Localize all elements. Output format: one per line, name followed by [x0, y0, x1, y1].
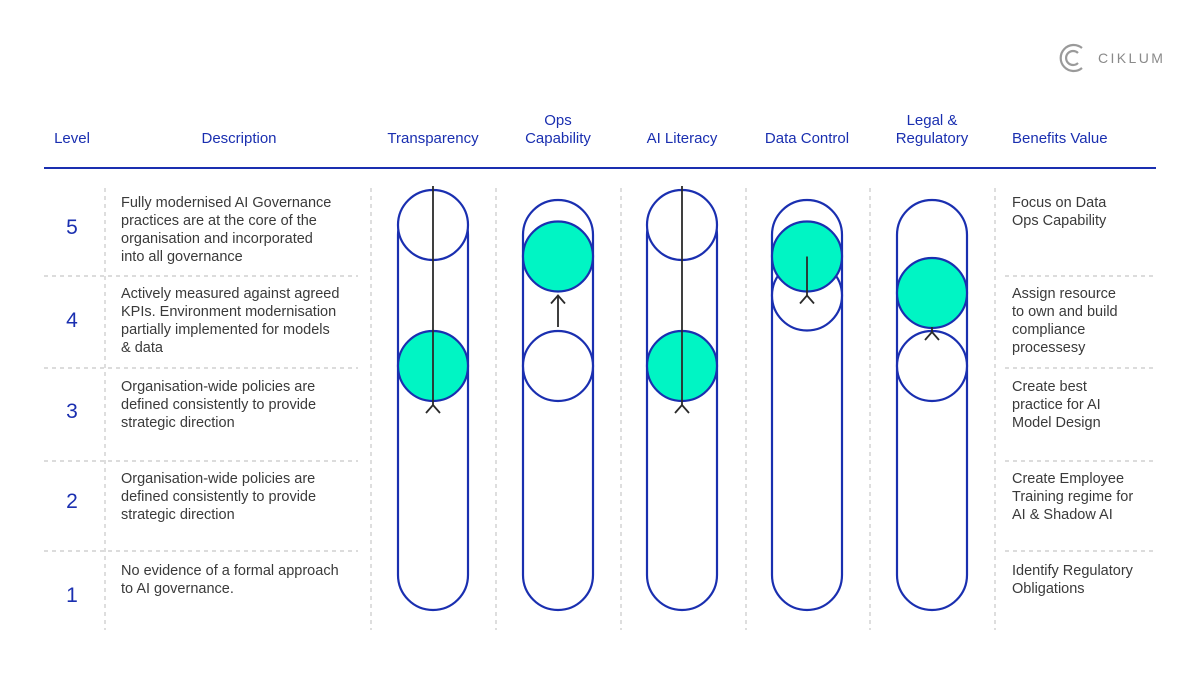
grid-lines — [44, 188, 1156, 630]
dimension-tracks — [396, 186, 969, 612]
description-line: into all governance — [121, 249, 243, 265]
level-number: 5 — [66, 216, 78, 239]
benefit-text: Create best practice for AI Model Design — [1012, 378, 1156, 432]
header-ai-literacy: AI Literacy — [646, 130, 718, 147]
description-line: Fully modernised AI Governance — [121, 195, 332, 211]
description-line: KPIs. Environment modernisation — [121, 304, 337, 320]
benefit-line: AI & Shadow AI — [1012, 507, 1113, 523]
description-line: defined consistently to provide — [121, 397, 317, 413]
benefit-line: Model Design — [1012, 415, 1101, 431]
ciklum-c-icon — [1059, 43, 1083, 73]
header-legal-line1: Legal & — [906, 112, 958, 129]
header-transparency: Transparency — [387, 130, 479, 147]
level-description: Organisation-wide policies are defined co… — [121, 378, 363, 432]
header-benefits: Benefits Value — [1012, 130, 1108, 147]
brand-logo: CIKLUM — [1058, 40, 1165, 76]
target-level-marker — [895, 256, 969, 330]
target-level-marker — [521, 220, 595, 293]
track-capsule — [521, 198, 595, 612]
benefit-line: Ops Capability — [1012, 213, 1107, 229]
current-level-marker — [521, 329, 595, 403]
benefit-line: Training regime for — [1012, 489, 1134, 505]
brand-name: CIKLUM — [1098, 50, 1166, 66]
level-description: Organisation-wide policies are defined co… — [121, 470, 363, 524]
arrow-head-icon — [924, 330, 940, 341]
benefit-line: processesy — [1012, 340, 1086, 356]
header-data-control: Data Control — [764, 130, 850, 147]
benefit-line: Create best — [1012, 379, 1087, 395]
level-number: 4 — [66, 309, 78, 332]
header-legal-line2: Regulatory — [895, 130, 969, 147]
description-line: No evidence of a formal approach — [121, 563, 339, 579]
header-ops-line2: Capability — [525, 130, 591, 147]
description-line: partially implemented for models — [121, 322, 330, 338]
description-line: strategic direction — [121, 507, 235, 523]
benefit-line: Obligations — [1012, 581, 1085, 597]
level-number: 3 — [66, 400, 78, 423]
arrow-head-icon — [425, 403, 441, 414]
benefit-line: Focus on Data — [1012, 195, 1107, 211]
benefit-line: practice for AI — [1012, 397, 1101, 413]
description-line: practices are at the core of the — [121, 213, 317, 229]
header-level: Level — [54, 130, 90, 147]
arrow-head-icon — [799, 294, 815, 305]
level-number: 1 — [66, 584, 78, 607]
header-legal-regulatory: Legal & Regulatory — [872, 112, 992, 148]
benefit-line: Identify Regulatory — [1012, 563, 1133, 579]
benefit-line: Assign resource — [1012, 286, 1116, 302]
level-description: No evidence of a formal approach to AI go… — [121, 562, 363, 598]
level-description: Fully modernised AI Governance practices … — [121, 194, 363, 266]
benefit-line: compliance — [1012, 322, 1086, 338]
description-line: & data — [121, 340, 163, 356]
description-line: Organisation-wide policies are — [121, 471, 316, 487]
description-line: strategic direction — [121, 415, 235, 431]
benefit-line: Create Employee — [1012, 471, 1125, 487]
track-capsule — [770, 198, 844, 612]
arrow-head-icon — [550, 294, 566, 305]
benefit-text: Assign resource to own and build complianc… — [1012, 285, 1156, 357]
description-line: Actively measured against agreed — [121, 286, 340, 302]
current-level-marker — [895, 329, 969, 403]
header-rule — [44, 167, 1156, 169]
header-ops-capability: Ops Capability — [498, 112, 618, 148]
description-line: Organisation-wide policies are — [121, 379, 316, 395]
description-line: organisation and incorporated — [121, 231, 313, 247]
arrow-head-icon — [674, 403, 690, 414]
description-line: to AI governance. — [121, 581, 234, 597]
track-capsule — [895, 198, 969, 612]
level-number: 2 — [66, 490, 78, 513]
header-ops-line1: Ops — [544, 112, 572, 129]
header-description: Description — [201, 130, 277, 147]
benefit-line: to own and build — [1012, 304, 1118, 320]
description-line: defined consistently to provide — [121, 489, 317, 505]
